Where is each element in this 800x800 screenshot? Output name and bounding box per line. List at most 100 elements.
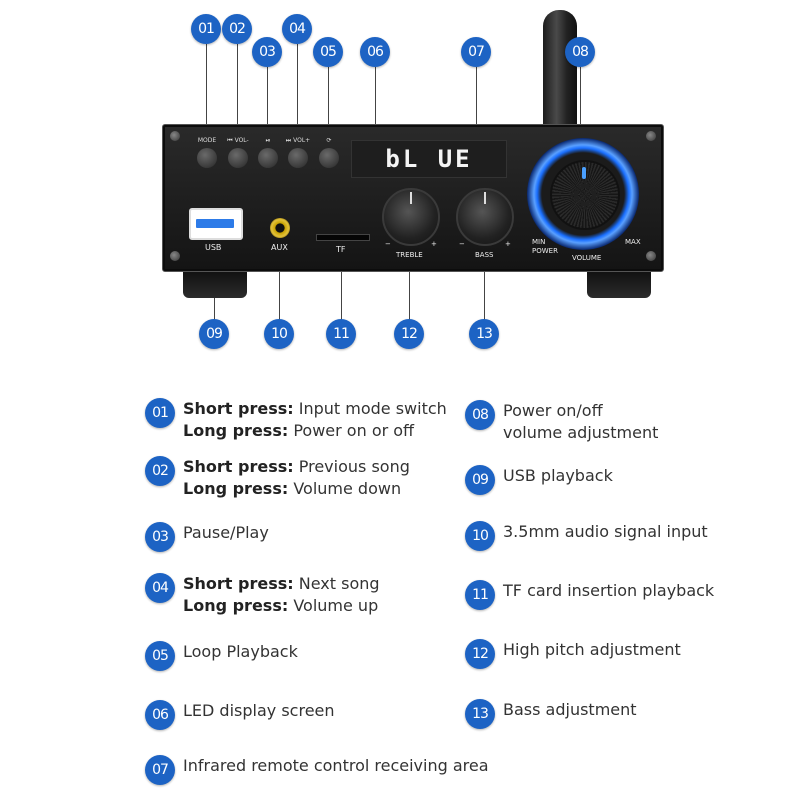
callout-line-11 — [341, 240, 342, 320]
treble-label: TREBLE — [396, 251, 423, 259]
antenna — [543, 10, 577, 128]
callout-02: 02 — [222, 14, 252, 44]
legend-badge-05: 05 — [145, 641, 175, 671]
legend-badge-03: 03 — [145, 522, 175, 552]
legend-line: Short press: Previous song — [183, 456, 410, 478]
bass-knob-marker — [484, 192, 486, 204]
callout-line-10 — [279, 236, 280, 320]
legend-line-text: 3.5mm audio signal input — [503, 522, 708, 541]
volume-max-label: MAX — [625, 238, 641, 246]
tf-card-slot[interactable] — [316, 234, 370, 241]
legend-description: Infrared remote control receiving area — [183, 755, 489, 777]
legend-line: Long press: Volume down — [183, 478, 410, 500]
legend-line: Long press: Power on or off — [183, 420, 447, 442]
callout-11: 11 — [326, 319, 356, 349]
next-button-label: ⏭ VOL+ — [285, 137, 311, 144]
legend-line: USB playback — [503, 465, 613, 487]
legend-line-bold: Long press: — [183, 421, 289, 440]
bass-label: BASS — [475, 251, 494, 259]
legend-badge-09: 09 — [465, 465, 495, 495]
callout-line-02 — [237, 44, 238, 144]
volume-label: VOLUME — [572, 254, 602, 262]
callout-line-05 — [328, 67, 329, 144]
legend-line-bold: Long press: — [183, 479, 289, 498]
legend-item-03: 03 Pause/Play — [145, 522, 269, 552]
play-pause-button[interactable] — [258, 148, 278, 168]
volume-power-label: POWER — [532, 247, 558, 255]
callout-line-01 — [206, 44, 207, 144]
legend-line-text: Previous song — [293, 457, 410, 476]
legend-line-text: Input mode switch — [293, 399, 447, 418]
legend-badge-01: 01 — [145, 398, 175, 428]
legend-line: volume adjustment — [503, 422, 658, 444]
callout-line-03 — [267, 67, 268, 144]
callout-13: 13 — [469, 319, 499, 349]
loop-button[interactable] — [319, 148, 339, 168]
legend-line-bold: Short press: — [183, 399, 294, 418]
prev-button-label: ⏮ VOL- — [227, 137, 249, 144]
treble-knob-marker — [410, 192, 412, 204]
legend-line-text: Infrared remote control receiving area — [183, 756, 489, 775]
legend-description: LED display screen — [183, 700, 335, 722]
next-button[interactable] — [288, 148, 308, 168]
legend-item-09: 09 USB playback — [465, 465, 613, 495]
right-foot — [587, 268, 651, 298]
bass-knob[interactable] — [456, 188, 514, 246]
mode-button-label: MODE — [197, 137, 217, 144]
led-display: bL UE — [351, 140, 507, 178]
legend-line-text: LED display screen — [183, 701, 335, 720]
legend-description: Pause/Play — [183, 522, 269, 544]
callout-03: 03 — [252, 37, 282, 67]
callout-line-06 — [375, 67, 376, 147]
legend-description: USB playback — [503, 465, 613, 487]
legend-description: Power on/off volume adjustment — [503, 400, 658, 444]
usb-port[interactable] — [189, 208, 243, 240]
volume-knob-indicator — [582, 167, 586, 179]
legend-line-text: Volume up — [288, 596, 379, 615]
legend-line-text: Power on/off — [503, 401, 603, 420]
callout-01: 01 — [191, 14, 221, 44]
callout-12: 12 — [394, 319, 424, 349]
legend-line: Power on/off — [503, 400, 658, 422]
legend-line-text: Next song — [293, 574, 380, 593]
callout-08: 08 — [565, 37, 595, 67]
legend-line-text: volume adjustment — [503, 423, 659, 442]
left-foot — [183, 268, 247, 298]
legend-badge-13: 13 — [465, 699, 495, 729]
legend-line: High pitch adjustment — [503, 639, 681, 661]
callout-05: 05 — [313, 37, 343, 67]
volume-knob[interactable] — [550, 160, 620, 230]
legend-line: LED display screen — [183, 700, 335, 722]
legend-line-bold: Short press: — [183, 457, 294, 476]
treble-minus: − — [385, 240, 391, 248]
treble-plus: + — [431, 240, 437, 248]
legend-line: 3.5mm audio signal input — [503, 521, 708, 543]
mode-button[interactable] — [197, 148, 217, 168]
bass-minus: − — [459, 240, 465, 248]
legend-line-text: Volume down — [288, 479, 402, 498]
screw — [646, 251, 656, 261]
legend-line: Short press: Next song — [183, 573, 380, 595]
aux-port[interactable] — [270, 218, 290, 238]
legend-description: TF card insertion playback — [503, 580, 714, 602]
legend-description: Bass adjustment — [503, 699, 637, 721]
legend-line-bold: Long press: — [183, 596, 289, 615]
bass-plus: + — [505, 240, 511, 248]
screw — [170, 251, 180, 261]
product-diagram: MODE ⏮ VOL- ⏯ ⏭ VOL+ ⟳ bL UE USB AUX TF … — [0, 0, 800, 380]
usb-port-contacts — [196, 219, 234, 228]
loop-button-label: ⟳ — [326, 137, 332, 144]
treble-knob[interactable] — [382, 188, 440, 246]
legend-line-bold: Short press: — [183, 574, 294, 593]
legend-line-text: Bass adjustment — [503, 700, 637, 719]
prev-button[interactable] — [228, 148, 248, 168]
